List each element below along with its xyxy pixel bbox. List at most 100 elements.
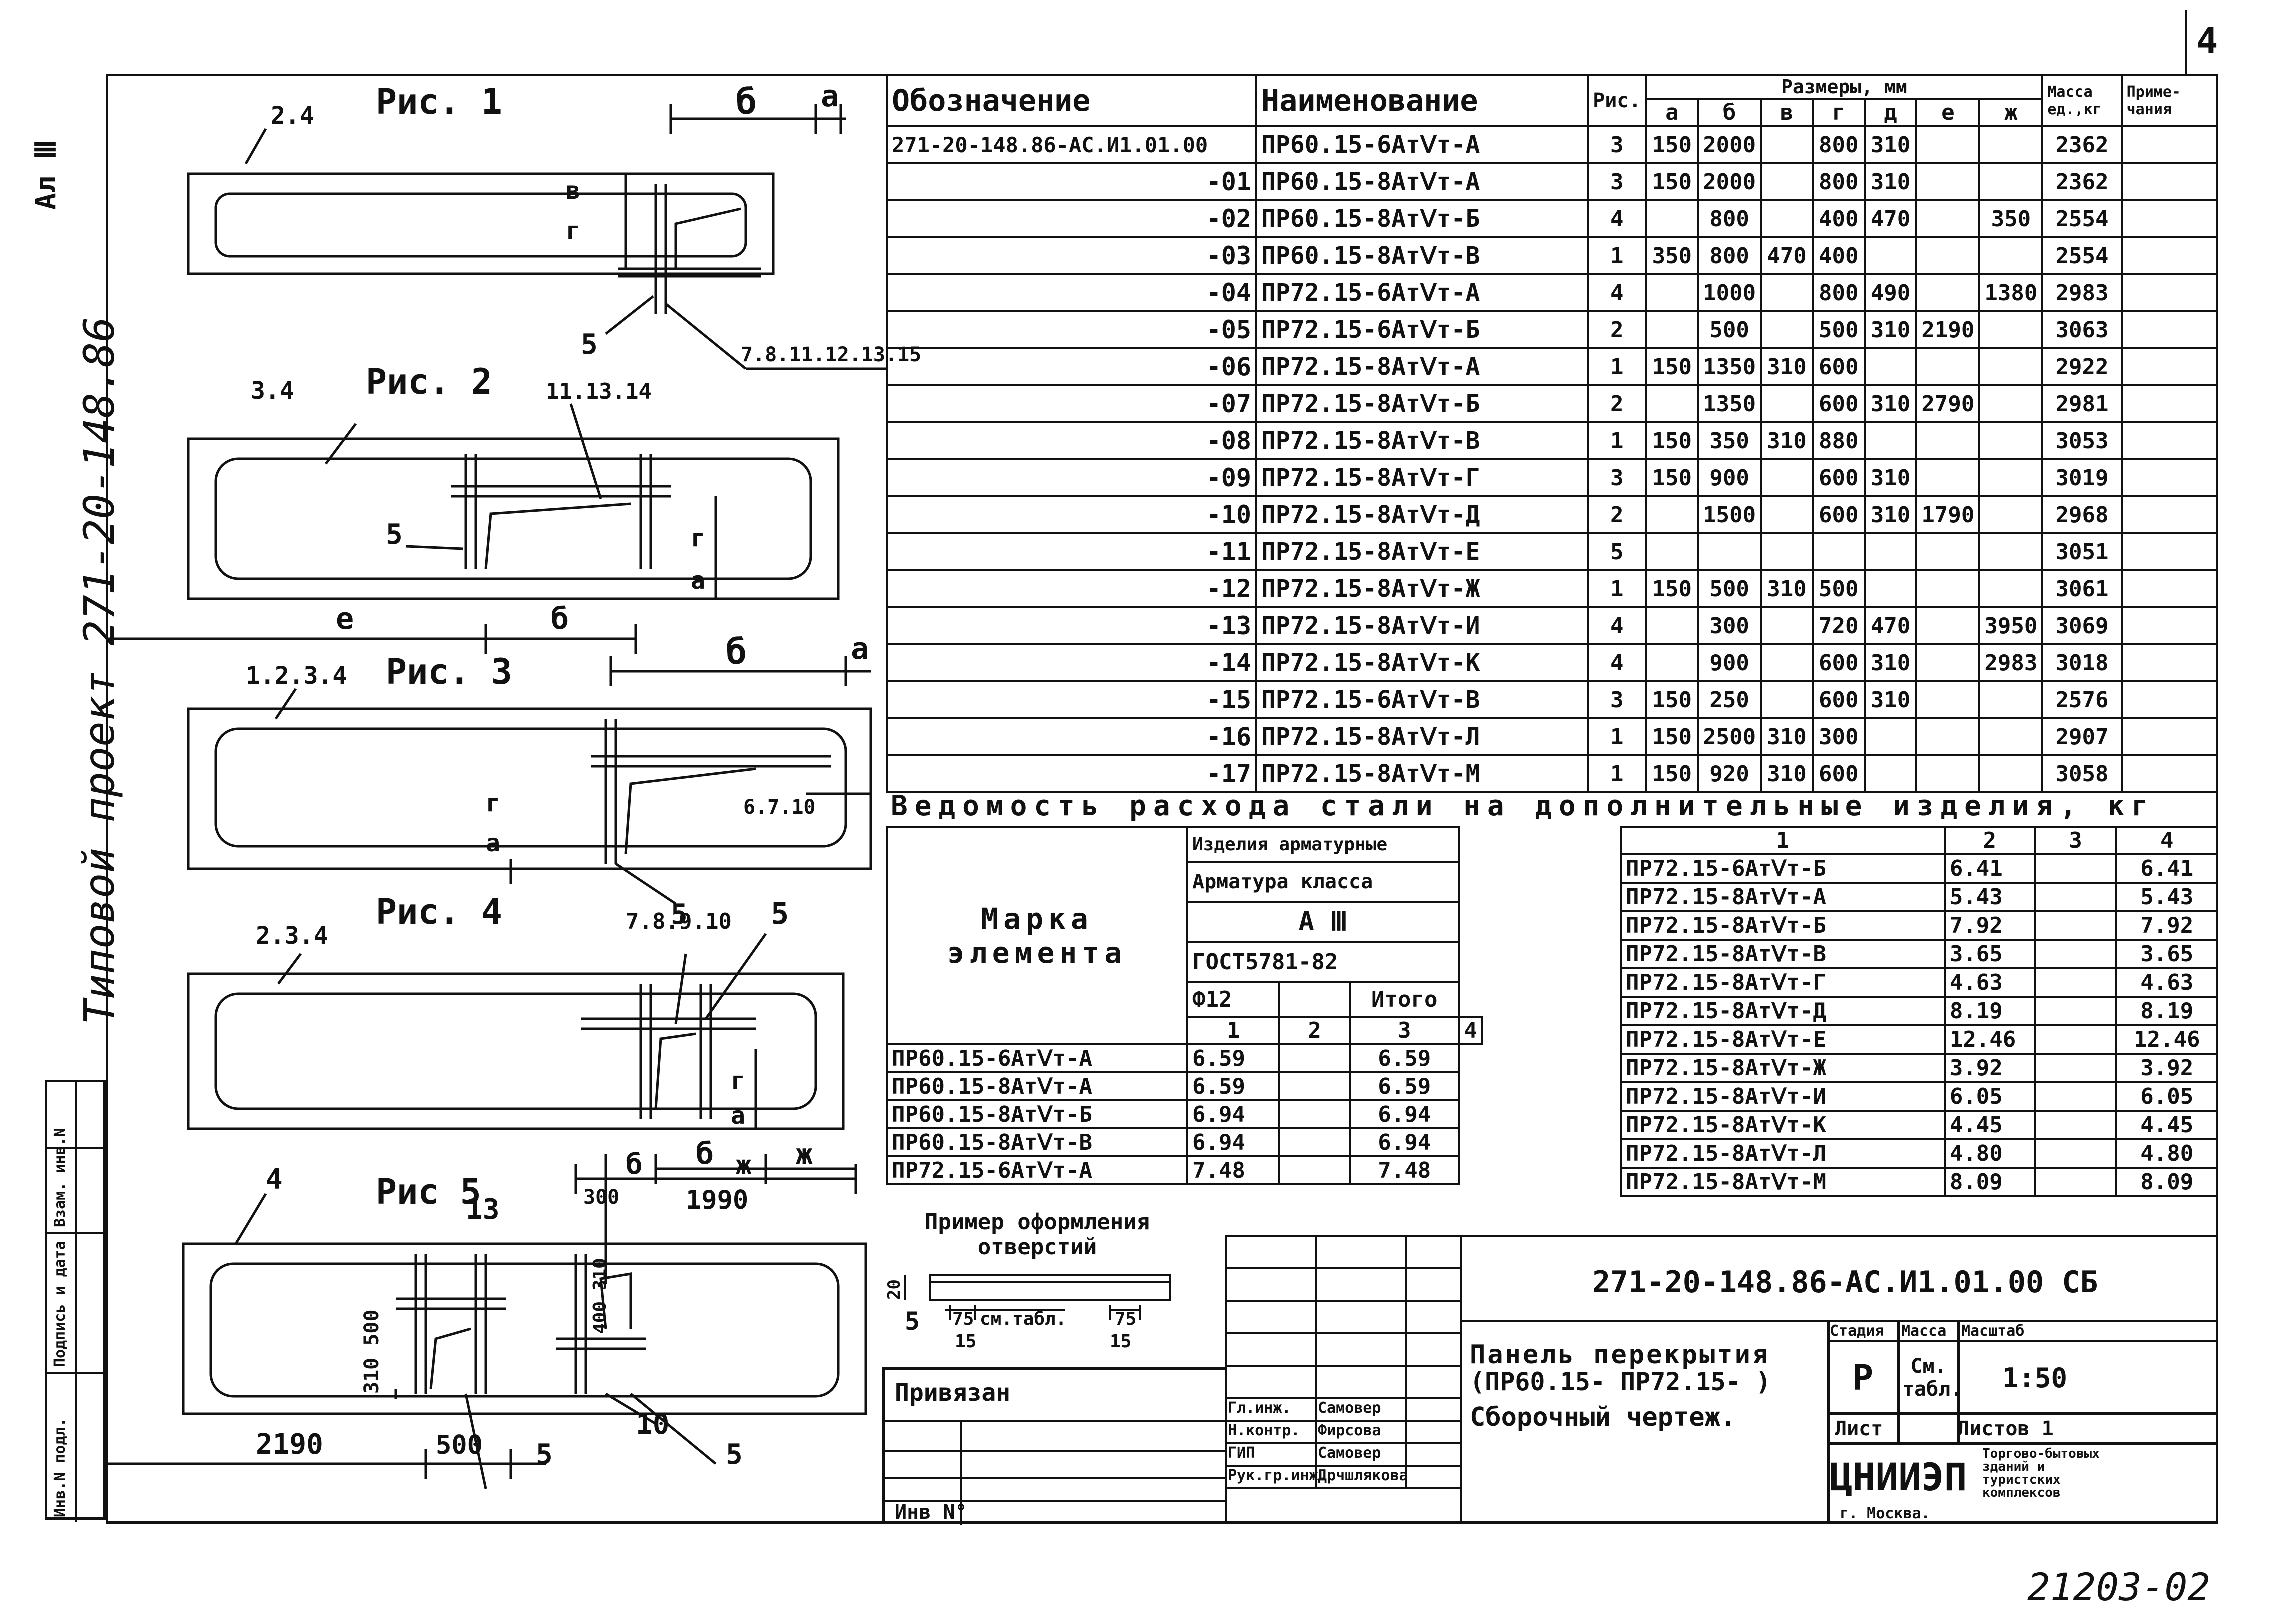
- row-size-d: [1863, 717, 1918, 756]
- row-size-b: 1350: [1697, 384, 1762, 423]
- steel-v: 6.05: [1943, 1081, 2036, 1112]
- row-notes: [2120, 199, 2219, 238]
- steel-v: 8.09: [1943, 1167, 2036, 1197]
- mark-header: Марка элемента: [886, 826, 1188, 1045]
- row-size-a: 150: [1645, 680, 1699, 719]
- row-size-d: 310: [1863, 162, 1918, 201]
- fig1-g: г: [566, 217, 580, 245]
- row-size-v: 470: [1760, 236, 1814, 275]
- row-designation: -11: [886, 532, 1257, 571]
- row-notes: [2120, 347, 2219, 386]
- steel-left-table: Марка элемента Изделия арматурные Армату…: [886, 826, 1483, 1185]
- row-size-a: [1645, 643, 1699, 682]
- steel-v: 4.45: [1943, 1110, 2036, 1140]
- fig4-zh: ж: [796, 1138, 813, 1171]
- row-notes: [2120, 754, 2219, 793]
- steel-total: 8.09: [2115, 1167, 2218, 1197]
- row-name: ПР60.15-6АтⅤт-А: [1255, 125, 1589, 164]
- size-col-a: а: [1645, 98, 1699, 127]
- row-designation: -03: [886, 236, 1257, 275]
- steel-left-colnum-2: 2: [1278, 1016, 1351, 1045]
- fig4-b: б: [696, 1136, 714, 1171]
- stamp-inv: Инв.N подл.: [51, 1418, 69, 1517]
- fig4-5: 5: [771, 896, 789, 931]
- row-size-a: 150: [1645, 347, 1699, 386]
- steel-total: 8.19: [2115, 996, 2218, 1026]
- row-notes: [2120, 606, 2219, 645]
- row-size-g: 600: [1811, 643, 1866, 682]
- row-size-g: 800: [1811, 162, 1866, 201]
- row-mass: 3069: [2041, 606, 2123, 645]
- row-name: ПР72.15-8АтⅤт-К: [1255, 643, 1589, 682]
- fig4-a: а: [731, 1102, 745, 1130]
- steel-v: 3.92: [1943, 1053, 2036, 1083]
- bottom-number: 21203-02: [2027, 1565, 2211, 1609]
- row-size-d: 310: [1863, 384, 1918, 423]
- steel-mark: ПР72.15-8АтⅤт-Е: [1620, 1024, 1946, 1055]
- row-notes: [2120, 162, 2219, 201]
- row-size-a: [1645, 495, 1699, 534]
- steel-v: 12.46: [1943, 1024, 2036, 1055]
- row-size-e: [1915, 421, 1981, 460]
- steel-mark: ПР72.15-8АтⅤт-Ж: [1620, 1053, 1946, 1083]
- row-size-a: 150: [1645, 421, 1699, 460]
- row-size-b: 2500: [1697, 717, 1762, 756]
- row-size-a: 150: [1645, 162, 1699, 201]
- fig1-a: а: [821, 79, 839, 114]
- row-fig: 3: [1587, 162, 1647, 201]
- row-size-g: 300: [1811, 717, 1866, 756]
- fig1-pos: 2.4: [271, 102, 314, 130]
- opening-title: Пример оформления отверстий: [924, 1209, 1150, 1260]
- row-designation: -09: [886, 458, 1257, 497]
- signer-role: Н.контр.: [1228, 1422, 1300, 1439]
- row-name: ПР72.15-8АтⅤт-И: [1255, 606, 1589, 645]
- steel-v: 8.19: [1943, 996, 2036, 1026]
- row-fig: 2: [1587, 495, 1647, 534]
- steel-empty: [1278, 1099, 1351, 1129]
- row-size-v: [1760, 384, 1814, 423]
- steel-right-colnum-1: 1: [1620, 826, 1946, 855]
- steel-h4: ГОСТ5781-82: [1186, 941, 1460, 983]
- row-size-b: 500: [1697, 310, 1762, 349]
- row-notes: [2120, 495, 2219, 534]
- row-size-d: 470: [1863, 606, 1918, 645]
- fig3-a: а: [851, 631, 869, 666]
- doc-code: 271-20-148.86-АС.И1.01.00 СБ: [1592, 1265, 2098, 1300]
- steel-h1: Изделия арматурные: [1186, 826, 1460, 863]
- steel-v: 4.63: [1943, 967, 2036, 998]
- row-notes: [2120, 717, 2219, 756]
- size-col-g: г: [1811, 98, 1866, 127]
- row-size-e: [1915, 680, 1981, 719]
- steel-left-colnum-4: 4: [1458, 1016, 1483, 1045]
- row-size-zh: 1380: [1978, 273, 2044, 312]
- row-fig: 3: [1587, 458, 1647, 497]
- signer-name: Самовер: [1318, 1444, 1381, 1462]
- row-size-b: 2000: [1697, 125, 1762, 164]
- row-size-d: 310: [1863, 310, 1918, 349]
- row-notes: [2120, 458, 2219, 497]
- row-size-e: 2190: [1915, 310, 1981, 349]
- steel-mark: ПР72.15-8АтⅤт-Б: [1620, 910, 1946, 941]
- steel-total: 6.59: [1348, 1071, 1460, 1101]
- steel-v: 3.65: [1943, 939, 2036, 969]
- row-size-d: 310: [1863, 643, 1918, 682]
- row-size-d: [1863, 532, 1918, 571]
- row-name: ПР72.15-8АтⅤт-Ж: [1255, 569, 1589, 608]
- row-mass: 2362: [2041, 162, 2123, 201]
- steel-v: 6.94: [1186, 1127, 1281, 1157]
- steel-total: 5.43: [2115, 882, 2218, 912]
- row-notes: [2120, 569, 2219, 608]
- row-name: ПР72.15-8АтⅤт-А: [1255, 347, 1589, 386]
- row-size-g: 800: [1811, 273, 1866, 312]
- fig3-a2: а: [486, 829, 500, 857]
- row-size-g: 720: [1811, 606, 1866, 645]
- row-name: ПР72.15-8АтⅤт-Г: [1255, 458, 1589, 497]
- row-size-a: 350: [1645, 236, 1699, 275]
